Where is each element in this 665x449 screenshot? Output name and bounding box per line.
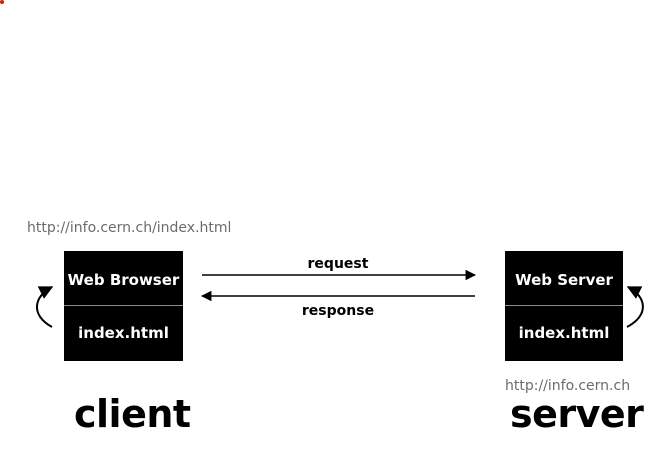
corner-dot — [0, 0, 4, 4]
server-file-label: index.html — [518, 324, 610, 342]
server-url: http://info.cern.ch — [505, 378, 631, 394]
web-browser-label: Web Browser — [67, 271, 180, 289]
server-box: Web Server index.html — [505, 251, 623, 361]
server-label: server — [510, 392, 644, 436]
web-server-label: Web Server — [515, 271, 613, 289]
server-box-divider — [505, 305, 623, 306]
client-box-divider — [64, 305, 183, 306]
server-loop-arrow — [626, 286, 644, 328]
response-label: response — [301, 303, 375, 319]
client-label: client — [74, 392, 191, 436]
client-loop-arrow — [36, 286, 54, 328]
client-box: Web Browser index.html — [64, 251, 183, 361]
request-label: request — [307, 256, 369, 272]
client-url: http://info.cern.ch/index.html — [27, 220, 232, 236]
client-file-label: index.html — [78, 324, 169, 342]
